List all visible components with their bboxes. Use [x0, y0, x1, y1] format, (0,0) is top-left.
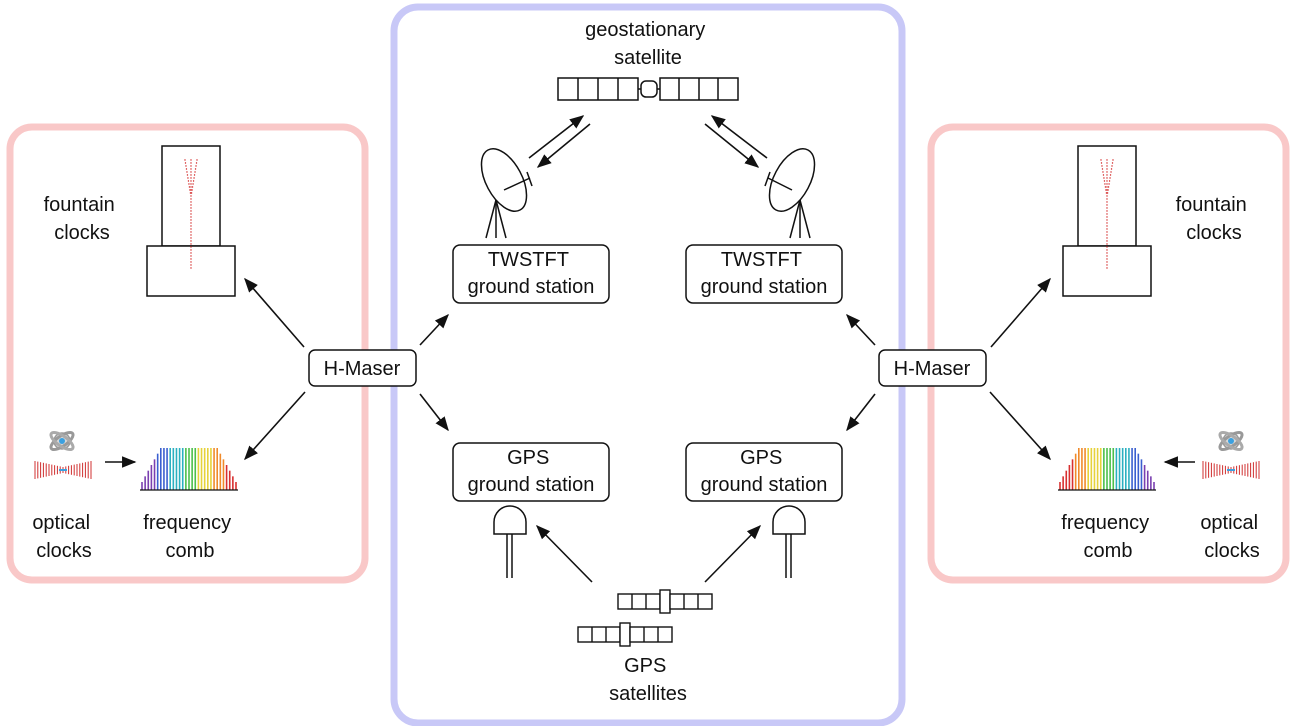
left-h-maser: H-Maser [308, 349, 417, 387]
left-gps-station: GPS ground station [452, 442, 610, 502]
right-fountain-label: fountain clocks [1176, 194, 1253, 244]
left-frequency-comb-icon [140, 448, 238, 491]
right-dish-antenna-icon [764, 148, 816, 239]
geostationary-satellite-icon [557, 77, 739, 101]
geo-sat-label: geostationary satellite [585, 19, 711, 69]
right-comb-label: frequency comb [1061, 512, 1154, 562]
svg-text:TWSTFT ground station: TWSTFT ground station [468, 249, 595, 298]
svg-text:TWSTFT ground station: TWSTFT ground station [701, 249, 828, 298]
left-comb-label: frequency comb [143, 512, 236, 562]
gps-satellites-label: GPS satellites [609, 655, 687, 705]
twstft-link-arrows [528, 115, 768, 168]
svg-text:GPS ground station: GPS ground station [468, 447, 595, 496]
gps-satellite-icon-2 [577, 622, 673, 647]
right-h-maser: H-Maser [878, 349, 987, 387]
svg-text:H-Maser: H-Maser [894, 358, 971, 380]
right-gps-antenna-icon [772, 505, 806, 578]
right-optical-label: optical clocks [1200, 512, 1263, 562]
gps-satellite-icon [617, 589, 713, 614]
left-optical-clock-icon [34, 430, 92, 479]
left-twstft-station: TWSTFT ground station [452, 244, 610, 304]
left-fountain-clock-icon [146, 145, 236, 297]
right-frequency-comb-icon [1058, 448, 1156, 491]
right-twstft-station: TWSTFT ground station [685, 244, 843, 304]
svg-text:H-Maser: H-Maser [324, 358, 401, 380]
left-gps-antenna-icon [493, 505, 527, 578]
right-gps-station: GPS ground station [685, 442, 843, 502]
svg-text:GPS ground station: GPS ground station [701, 447, 828, 496]
link-frame [390, 3, 906, 726]
right-fountain-clock-icon [1062, 145, 1152, 297]
right-optical-clock-icon [1202, 430, 1260, 479]
left-lab-arrows [105, 277, 449, 468]
left-dish-antenna-icon [480, 148, 533, 239]
left-optical-label: optical clocks [32, 512, 95, 562]
gps-signal-arrows [535, 524, 762, 583]
right-lab-arrows [846, 277, 1195, 468]
left-fountain-label: fountain clocks [44, 194, 121, 244]
